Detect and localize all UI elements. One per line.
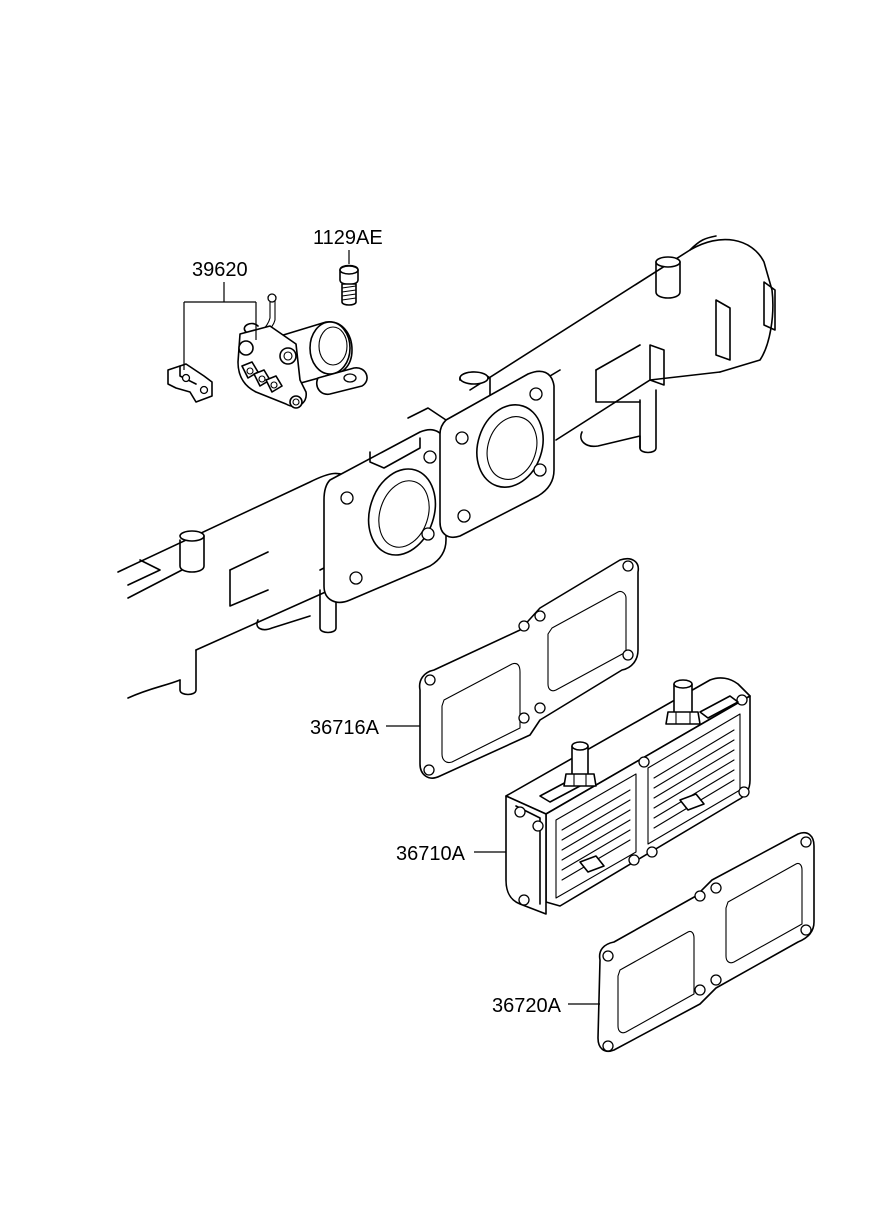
part-label-36710A: 36710A <box>396 843 466 865</box>
part-label-1129AE: 1129AE <box>313 227 383 249</box>
bolt-icon <box>339 264 359 306</box>
part-label-36716A: 36716A <box>310 717 380 739</box>
exhaust-manifold <box>117 235 776 699</box>
part-label-39620: 39620 <box>192 259 248 281</box>
gasket-upper-icon <box>418 557 640 779</box>
leader-lines <box>183 250 600 1005</box>
part-label-36720A: 36720A <box>492 995 562 1017</box>
solenoid-valve-icon <box>167 293 368 409</box>
egr-cooler-icon <box>505 677 751 915</box>
gasket-lower-icon <box>597 831 815 1053</box>
